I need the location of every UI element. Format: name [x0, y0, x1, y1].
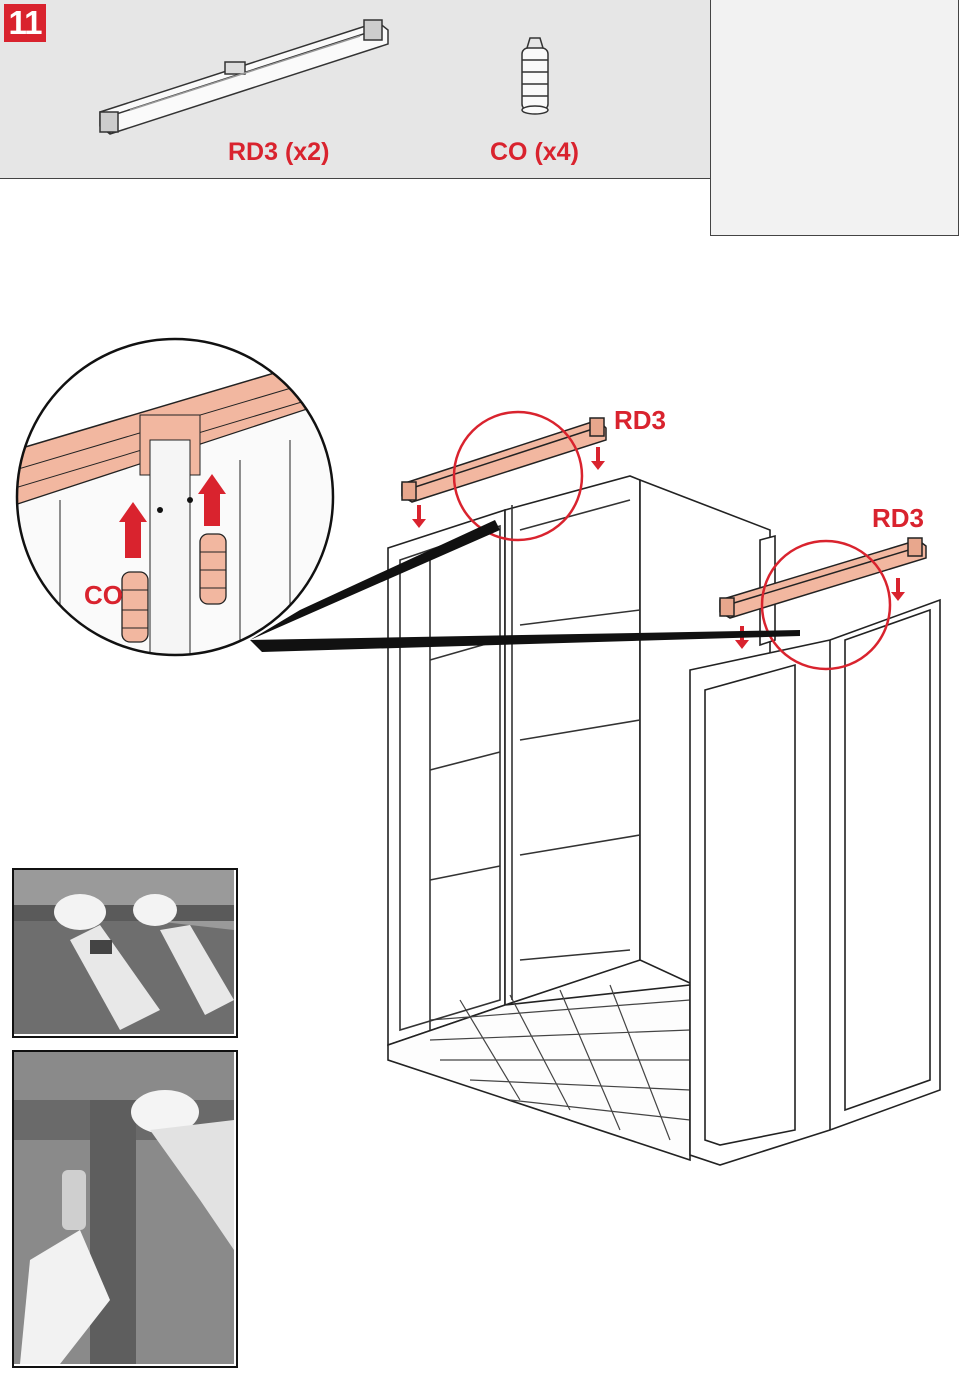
step-number-badge: 11	[4, 4, 46, 42]
zoom-pointer-2	[250, 630, 800, 652]
focus-circle-left	[452, 410, 584, 542]
zoom-detail	[17, 339, 333, 655]
roof-rail-left	[401, 417, 607, 503]
callout-rd3-right: RD3	[872, 503, 925, 533]
part-label-co: CO (x4)	[490, 138, 579, 166]
zoom-pointer	[250, 520, 500, 640]
callout-co: CO	[84, 580, 123, 610]
photo-1-content	[14, 870, 234, 1034]
callout-rd3-left: RD3	[614, 405, 667, 435]
roof-rail-icon	[99, 19, 389, 135]
roof-rail-right	[719, 537, 927, 619]
connector-icon	[521, 37, 549, 115]
photo-installing-rail	[12, 868, 238, 1038]
part-label-rd3: RD3 (x2)	[228, 138, 330, 166]
focus-circle-right	[760, 539, 892, 671]
photo-inserting-connector	[12, 1050, 238, 1368]
overview-thumbnail	[710, 0, 959, 236]
photo-2-content	[14, 1052, 234, 1364]
